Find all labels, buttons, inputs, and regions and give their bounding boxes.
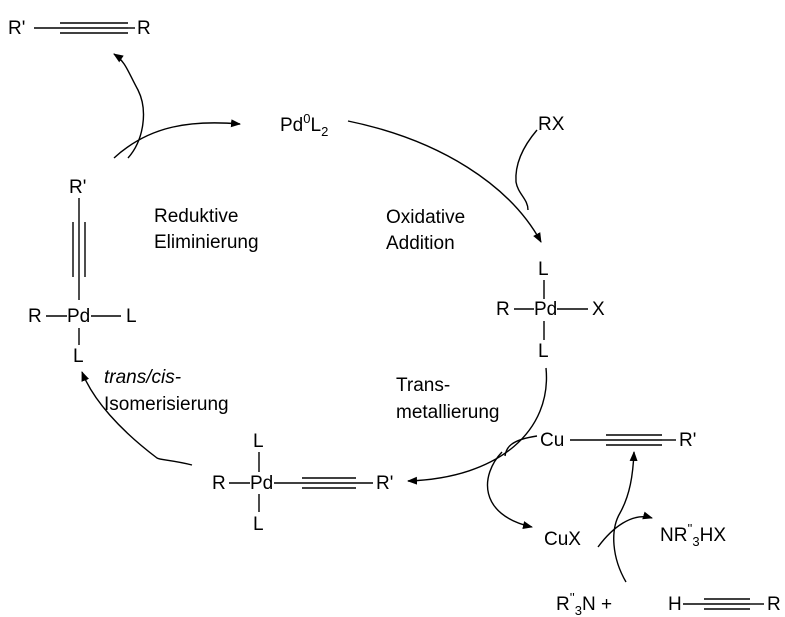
trans-rprime: R' <box>376 473 393 494</box>
cis-rprime: R' <box>69 177 86 198</box>
trans-bottom-ligand: L <box>253 514 264 535</box>
alkyne-r: R <box>767 594 781 615</box>
arrows <box>81 53 653 583</box>
arrow-cu-feed <box>504 435 538 457</box>
arrow-isomerisation <box>81 371 193 466</box>
pd0-label: Pd0L2 <box>280 111 328 139</box>
oa-r: R <box>496 299 510 320</box>
label-trans-cis: trans/cis- <box>104 367 181 388</box>
copper-acetylide: Cu R' <box>540 430 696 451</box>
arrow-to-pd0 <box>113 119 241 159</box>
alkyne-product-rprime: R' <box>8 18 25 39</box>
arrow-transmetallation <box>407 367 548 485</box>
cis-pd: Pd <box>67 306 90 327</box>
trans-pd: Pd <box>250 473 273 494</box>
pd0-complex: Pd0L2 <box>280 111 328 139</box>
cis-bottom-ligand: L <box>73 346 84 367</box>
complex-trans: L R Pd R' L <box>212 431 393 535</box>
arrow-alkyne-to-cu <box>613 451 638 583</box>
cis-l: L <box>126 306 137 327</box>
cu-rprime: R' <box>679 430 696 451</box>
arrow-cu-to-cux <box>486 451 533 529</box>
alkyne-product: R' R <box>8 18 151 39</box>
oa-pd: Pd <box>534 299 557 320</box>
arrow-product-release <box>113 53 145 159</box>
label-addition: Addition <box>386 233 455 254</box>
amine-base: R''3N + <box>556 590 612 617</box>
cis-r: R <box>28 306 42 327</box>
alkyne-h: H <box>668 594 682 615</box>
arrow-to-ammonium <box>597 511 653 548</box>
cux: CuX <box>544 529 581 550</box>
terminal-alkyne: H R <box>668 594 781 615</box>
oa-x: X <box>592 299 605 320</box>
oa-bottom-ligand: L <box>538 341 549 362</box>
complex-oxidative-addition: L R Pd X L <box>496 259 605 362</box>
complex-cis: R' R Pd L L <box>28 177 137 367</box>
trans-r: R <box>212 473 226 494</box>
label-metallierung: metallierung <box>396 402 500 423</box>
label-oxidative: Oxidative <box>386 207 465 228</box>
label-isomerisierung: Isomerisierung <box>104 394 229 415</box>
arrow-rx-feed <box>515 129 538 211</box>
ammonium-salt: NR''3HX <box>660 521 726 549</box>
rx-reagent: RX <box>538 114 565 135</box>
cu-label: Cu <box>540 430 564 451</box>
oa-top-ligand: L <box>538 259 549 280</box>
label-eliminierung: Eliminierung <box>154 232 259 253</box>
alkyne-product-r: R <box>137 18 151 39</box>
arrow-oxidative-addition <box>347 120 542 243</box>
label-reduktive: Reduktive <box>154 206 239 227</box>
trans-top-ligand: L <box>253 431 264 452</box>
label-trans: Trans- <box>396 375 450 396</box>
